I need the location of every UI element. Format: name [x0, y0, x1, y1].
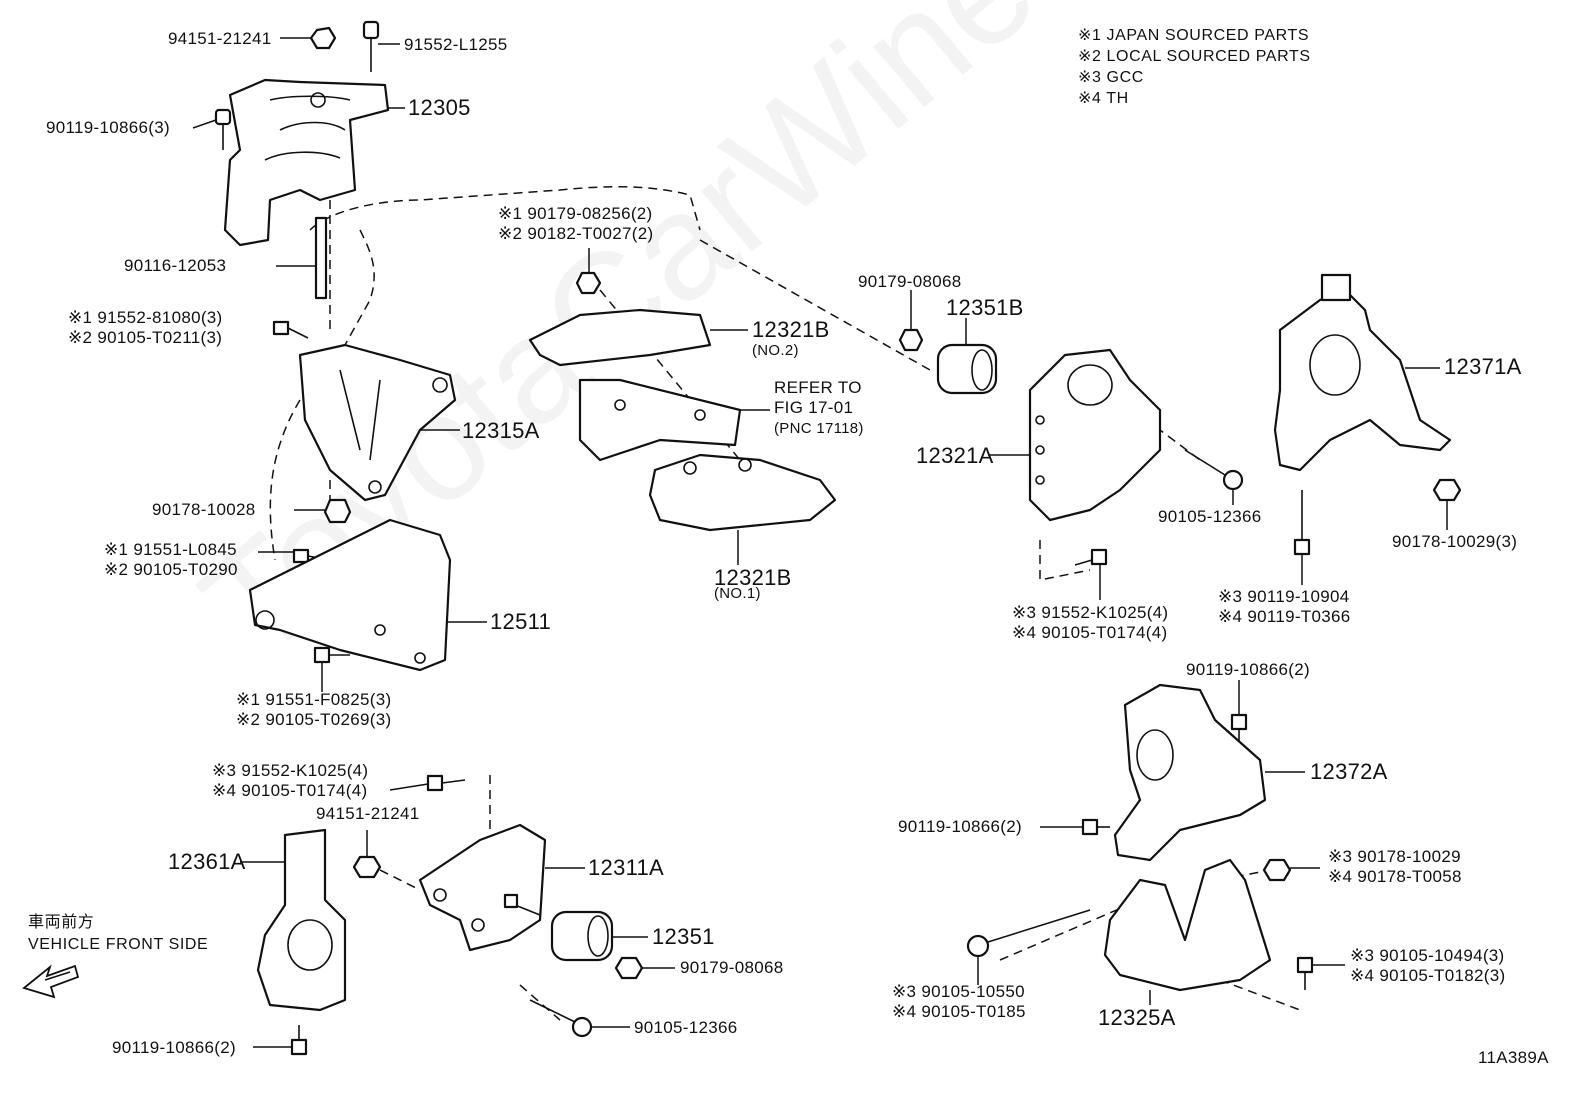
- front-direction-english: VEHICLE FRONT SIDE: [28, 936, 209, 953]
- label-90119-10866-2-mid: 90119-10866(2): [898, 817, 1022, 836]
- engine-mount-12361A: [256, 828, 347, 1012]
- engine-mount-12372A: [1113, 683, 1267, 862]
- label-91552-K1025-left-group: ※3 91552-K1025(4) ※4 90105-T0174(4): [212, 761, 368, 801]
- label-12311A: 12311A: [588, 855, 665, 880]
- label-12321A: 12321A: [916, 443, 994, 468]
- label-12371A: 12371A: [1444, 354, 1522, 379]
- label-90178-10029-b: ※3 90178-10029: [1328, 847, 1461, 866]
- label-12321B-no1-sub: (NO.1): [714, 585, 761, 602]
- leader-lines: [192, 37, 1448, 1048]
- label-91552-L1255: 91552-L1255: [404, 35, 508, 54]
- label-90178-T0058: ※4 90178-T0058: [1328, 867, 1462, 886]
- label-90105-T0182: ※4 90105-T0182(3): [1350, 966, 1506, 985]
- label-91552-K1025-right-group: ※3 91552-K1025(4) ※4 90105-T0174(4): [1012, 603, 1168, 643]
- label-12305: 12305: [408, 95, 471, 120]
- front-arrow-icon: [22, 964, 80, 999]
- bracket-12315A: [298, 343, 457, 502]
- label-91552-81080-group: ※1 91552-81080(3) ※2 90105-T0211(3): [68, 308, 223, 348]
- label-90182-T0027: ※2 90182-T0027(2): [498, 224, 654, 243]
- engine-mount-12305: [223, 78, 390, 247]
- bracket-12311A: [418, 823, 547, 952]
- label-90105-T0211: ※2 90105-T0211(3): [68, 328, 223, 347]
- label-12361A: 12361A: [168, 849, 246, 874]
- label-90116-12053: 90116-12053: [124, 256, 227, 275]
- label-94151-21241-bottom: 94151-21241: [316, 804, 420, 823]
- note-2: ※2 LOCAL SOURCED PARTS: [1078, 48, 1311, 65]
- label-90179-08068-top: 90179-08068: [858, 272, 962, 291]
- label-12351: 12351: [652, 924, 715, 949]
- label-90179-08068-bottom: 90179-08068: [680, 958, 784, 977]
- label-90119-10866-2-right: 90119-10866(2): [1186, 660, 1310, 679]
- refer-line-2: FIG 17-01: [774, 398, 854, 417]
- bushing-12351: [550, 910, 614, 962]
- label-12321B-no2-sub: (NO.2): [752, 342, 799, 359]
- label-90105-T0174-right: ※4 90105-T0174(4): [1012, 623, 1168, 642]
- label-12372A: 12372A: [1310, 759, 1388, 784]
- label-12321B-no1: 12321B: [714, 565, 792, 590]
- bracket-12321B-no1: [648, 453, 837, 532]
- refer-line-1: REFER TO: [774, 378, 862, 397]
- label-91551-L0845: ※1 91551-L0845: [104, 540, 237, 559]
- label-90105-10494: ※3 90105-10494(3): [1350, 946, 1505, 965]
- front-direction-label: 車両前方 VEHICLE FRONT SIDE: [28, 912, 208, 956]
- label-91552-81080: ※1 91552-81080(3): [68, 308, 223, 327]
- label-91551-F0825-group: ※1 91551-F0825(3) ※2 90105-T0269(3): [236, 690, 391, 730]
- label-12315A: 12315A: [462, 418, 540, 443]
- label-90105-T0290: ※2 90105-T0290: [104, 560, 238, 579]
- note-3: ※3 GCC: [1078, 69, 1144, 86]
- label-91551-L0845-group: ※1 91551-L0845 ※2 90105-T0290: [104, 540, 238, 580]
- label-90105-10550: ※3 90105-10550: [892, 982, 1025, 1001]
- bracket-12511: [248, 518, 452, 672]
- label-90105-12366-bottom: 90105-12366: [634, 1018, 738, 1037]
- engine-mount-12371A: [1273, 288, 1452, 472]
- nut-94151-top: [309, 26, 337, 50]
- label-90119-10904: ※3 90119-10904: [1218, 587, 1350, 606]
- refer-line-3: (PNC 17118): [774, 420, 864, 437]
- label-12325A: 12325A: [1098, 1005, 1176, 1030]
- label-94151-21241-top: 94151-21241: [168, 29, 272, 48]
- label-90178-10029-b-group: ※3 90178-10029 ※4 90178-T0058: [1328, 847, 1462, 887]
- notes-legend: ※1 JAPAN SOURCED PARTS ※2 LOCAL SOURCED …: [1078, 25, 1311, 109]
- bolt-91552-L1255: [362, 20, 380, 40]
- label-90179-08256-group: ※1 90179-08256(2) ※2 90182-T0027(2): [498, 204, 653, 244]
- figure-code: 11A389A: [1478, 1048, 1549, 1067]
- bracket-plate: [578, 378, 742, 462]
- refer-note: REFER TO FIG 17-01 (PNC 17118): [774, 378, 864, 437]
- front-direction-japanese: 車両前方: [28, 914, 95, 931]
- label-90105-T0185: ※4 90105-T0185: [892, 1002, 1026, 1021]
- bracket-12321B-no2: [528, 308, 712, 367]
- label-90119-10866-2-bottom: 90119-10866(2): [112, 1038, 236, 1057]
- label-90179-08256: ※1 90179-08256(2): [498, 204, 653, 223]
- label-90178-10028: 90178-10028: [152, 500, 256, 519]
- bracket-12325A: [1103, 858, 1272, 992]
- stud-90116-12053: [314, 216, 328, 300]
- label-91551-F0825: ※1 91551-F0825(3): [236, 690, 392, 709]
- label-12351B: 12351B: [946, 295, 1024, 320]
- note-4: ※4 TH: [1078, 90, 1129, 107]
- label-90119-T0366: ※4 90119-T0366: [1218, 607, 1351, 626]
- label-90105-T0269: ※2 90105-T0269(3): [236, 710, 392, 729]
- note-1: ※1 JAPAN SOURCED PARTS: [1078, 27, 1310, 44]
- label-90105-T0174-left: ※4 90105-T0174(4): [212, 781, 368, 800]
- bolt-91552-81080: [272, 320, 309, 339]
- label-90105-10550-group: ※3 90105-10550 ※4 90105-T0185: [892, 982, 1026, 1022]
- bracket-12321A: [1028, 348, 1162, 522]
- label-91552-K1025-left: ※3 91552-K1025(4): [212, 761, 369, 780]
- label-90119-10866-3: 90119-10866(3): [46, 118, 170, 137]
- label-90105-12366-right: 90105-12366: [1158, 507, 1262, 526]
- bushing-12351B: [936, 343, 998, 395]
- label-90178-10029-3: 90178-10029(3): [1392, 532, 1518, 551]
- label-12511: 12511: [490, 609, 552, 634]
- label-12321B-no2: 12321B: [752, 317, 830, 342]
- label-90105-10494-group: ※3 90105-10494(3) ※4 90105-T0182(3): [1350, 946, 1505, 986]
- label-91552-K1025-right: ※3 91552-K1025(4): [1012, 603, 1169, 622]
- label-90119-10904-group: ※3 90119-10904 ※4 90119-T0366: [1218, 587, 1351, 627]
